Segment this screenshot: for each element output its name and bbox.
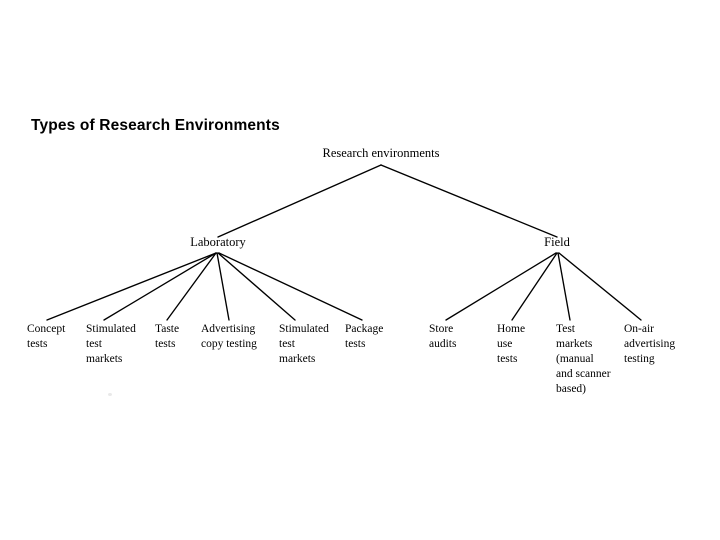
connector-root-field bbox=[380, 164, 558, 238]
tree-node-field: Field bbox=[544, 235, 570, 249]
scan-artifact-speck bbox=[108, 393, 112, 396]
connector-laboratory-advertising-copy-testing bbox=[216, 252, 230, 321]
tree-leaf-store-audits: Store audits bbox=[429, 323, 457, 350]
page-title: Types of Research Environments bbox=[31, 117, 280, 134]
tree-node-research-environments: Research environments bbox=[322, 146, 440, 160]
tree-leaf-taste-tests: Taste tests bbox=[155, 323, 180, 350]
connector-laboratory-concept-tests bbox=[46, 252, 217, 321]
connector-field-on-air-advertising-testing bbox=[558, 252, 642, 321]
tree-node-laboratory: Laboratory bbox=[190, 235, 246, 249]
tree-leaf-stimulated-test-markets-2: Stimulated test markets bbox=[279, 323, 329, 365]
tree-leaf-home-use-tests: Home use tests bbox=[497, 323, 526, 365]
tree-leaf-test-markets: Test markets (manual and scanner based) bbox=[556, 323, 611, 395]
connector-field-home-use-tests bbox=[511, 252, 558, 321]
connector-laboratory-taste-tests bbox=[166, 252, 217, 321]
connector-laboratory-package-tests bbox=[218, 252, 363, 321]
connector-root-laboratory bbox=[217, 164, 382, 238]
connector-laboratory-stimulated-test-markets bbox=[103, 252, 217, 321]
connector-laboratory-stimulated-test-markets-2 bbox=[217, 252, 296, 321]
tree-leaf-package-tests: Package tests bbox=[345, 323, 384, 350]
tree-leaf-on-air-advertising-testing: On-air advertising testing bbox=[624, 323, 676, 365]
connector-field-test-markets bbox=[557, 252, 571, 321]
tree-leaf-concept-tests: Concept tests bbox=[27, 323, 66, 350]
connector-field-store-audits bbox=[445, 252, 557, 321]
tree-leaf-stimulated-test-markets: Stimulated test markets bbox=[86, 323, 136, 365]
tree-leaf-advertising-copy-testing: Advertising copy testing bbox=[201, 323, 257, 350]
